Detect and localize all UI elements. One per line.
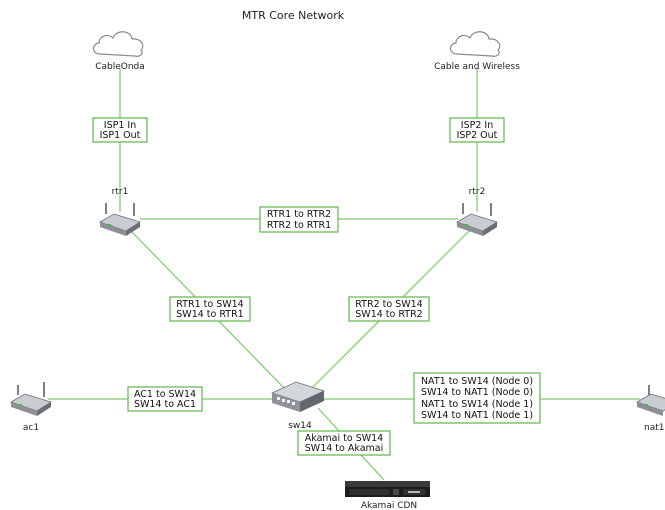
node-rtr2[interactable]: rtr2 xyxy=(456,187,498,236)
link-label-text: Akamai to SW14 xyxy=(305,433,383,444)
node-ac1[interactable]: ac1 xyxy=(10,382,52,433)
router-icon xyxy=(636,385,665,416)
node-cableonda[interactable]: CableOnda xyxy=(92,31,145,72)
link-label-text: ISP2 Out xyxy=(457,130,498,141)
node-label: Cable and Wireless xyxy=(434,62,520,72)
link-label-text: RTR2 to SW14 xyxy=(355,299,422,310)
link-label-isp2[interactable]: ISP2 In ISP2 Out xyxy=(449,117,505,143)
server-icon xyxy=(345,481,430,497)
link-label-text: SW14 to RTR1 xyxy=(176,309,243,320)
router-icon xyxy=(10,382,52,416)
node-label: rtr1 xyxy=(112,187,129,197)
link-label-isp1[interactable]: ISP1 In ISP1 Out xyxy=(92,117,148,143)
link-label-text: AC1 to SW14 xyxy=(134,389,196,400)
node-label: rtr2 xyxy=(469,187,486,197)
link-label-rtr2-sw14[interactable]: RTR2 to SW14 SW14 to RTR2 xyxy=(348,296,430,322)
link-label-text: NAT1 to SW14 (Node 1) xyxy=(421,399,533,410)
node-label: nat1 xyxy=(644,423,664,433)
router-icon xyxy=(456,203,498,236)
link-label-text: SW14 to AC1 xyxy=(134,399,196,410)
node-label: CableOnda xyxy=(95,62,145,72)
link-label-text: ISP2 In xyxy=(461,120,493,131)
node-label: sw14 xyxy=(288,421,312,431)
link-label-text: SW14 to RTR2 xyxy=(355,309,422,320)
cloud-icon xyxy=(92,31,144,57)
link-label-text: RTR1 to RTR2 xyxy=(267,209,331,220)
router-icon xyxy=(99,203,141,236)
node-akamai-cdn[interactable]: Akamai CDN xyxy=(345,481,430,510)
cloud-icon xyxy=(449,31,501,57)
diagram-title: MTR Core Network xyxy=(242,9,345,22)
link-label-text: NAT1 to SW14 (Node 0) xyxy=(421,376,533,387)
link-label-ac1-sw14[interactable]: AC1 to SW14 SW14 to AC1 xyxy=(127,386,203,412)
node-nat1[interactable]: nat1 xyxy=(636,385,665,433)
node-sw14[interactable]: sw14 xyxy=(270,381,326,431)
link-label-text: ISP1 In xyxy=(104,120,136,131)
link-label-rtr1-rtr2[interactable]: RTR1 to RTR2 RTR2 to RTR1 xyxy=(259,206,339,233)
node-rtr1[interactable]: rtr1 xyxy=(99,187,141,236)
link-label-rtr1-sw14[interactable]: RTR1 to SW14 SW14 to RTR1 xyxy=(169,296,251,322)
link-label-text: RTR2 to RTR1 xyxy=(267,220,331,231)
link-label-text: SW14 to NAT1 (Node 0) xyxy=(421,387,533,398)
link-label-nat1-sw14[interactable]: NAT1 to SW14 (Node 0) SW14 to NAT1 (Node… xyxy=(413,372,541,424)
link-label-akamai-sw14[interactable]: Akamai to SW14 SW14 to Akamai xyxy=(297,430,391,456)
switch-icon xyxy=(270,381,326,412)
link-label-text: RTR1 to SW14 xyxy=(176,299,243,310)
node-label: Akamai CDN xyxy=(361,501,417,510)
link-label-text: SW14 to NAT1 (Node 1) xyxy=(421,410,533,421)
node-label: ac1 xyxy=(23,423,39,433)
link-label-text: SW14 to Akamai xyxy=(305,443,383,454)
link-label-text: ISP1 Out xyxy=(100,130,141,141)
node-cable-and-wireless[interactable]: Cable and Wireless xyxy=(434,31,520,72)
